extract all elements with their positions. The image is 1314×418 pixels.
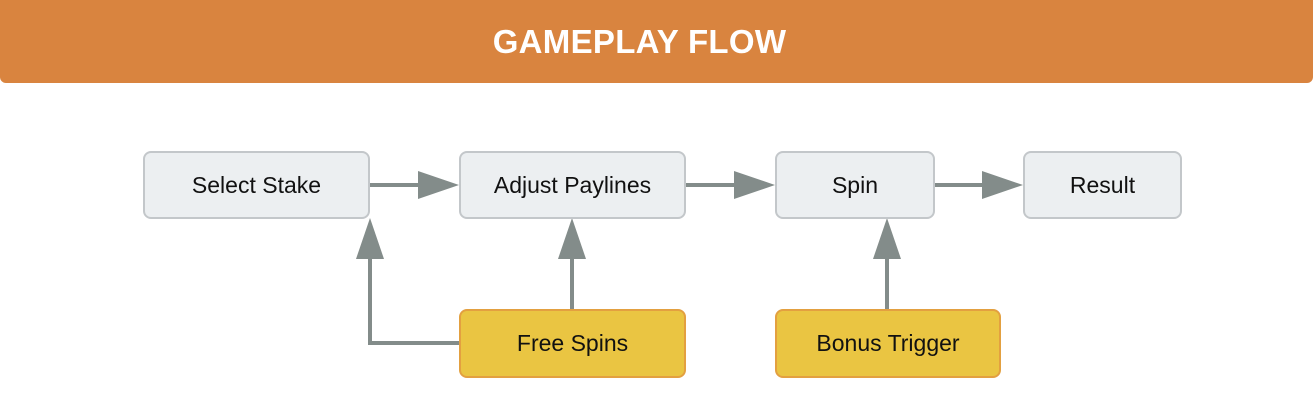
arrow-select-to-adjust bbox=[370, 171, 459, 199]
arrow-freespins-to-adjust bbox=[558, 218, 586, 309]
node-label: Bonus Trigger bbox=[816, 330, 960, 356]
node-label: Free Spins bbox=[516, 330, 629, 356]
node-select-stake: Select Stake bbox=[143, 151, 370, 219]
page-title: GAMEPLAY FLOW bbox=[492, 22, 787, 60]
node-label: Adjust Paylines bbox=[493, 171, 652, 198]
arrow-adjust-to-spin bbox=[686, 171, 775, 199]
node-label: Result bbox=[1069, 171, 1136, 198]
node-spin: Spin bbox=[775, 151, 935, 219]
arrow-freespins-to-select bbox=[356, 218, 459, 345]
header-banner: GAMEPLAY FLOW bbox=[0, 0, 1313, 83]
node-adjust-paylines: Adjust Paylines bbox=[459, 151, 686, 219]
node-bonus-trigger: Bonus Trigger bbox=[775, 309, 1001, 378]
node-result: Result bbox=[1023, 151, 1182, 219]
node-label: Spin bbox=[831, 171, 879, 198]
arrow-spin-to-result bbox=[935, 171, 1023, 199]
node-free-spins: Free Spins bbox=[459, 309, 686, 378]
node-label: Select Stake bbox=[191, 171, 322, 198]
arrow-bonus-to-spin bbox=[873, 218, 901, 309]
